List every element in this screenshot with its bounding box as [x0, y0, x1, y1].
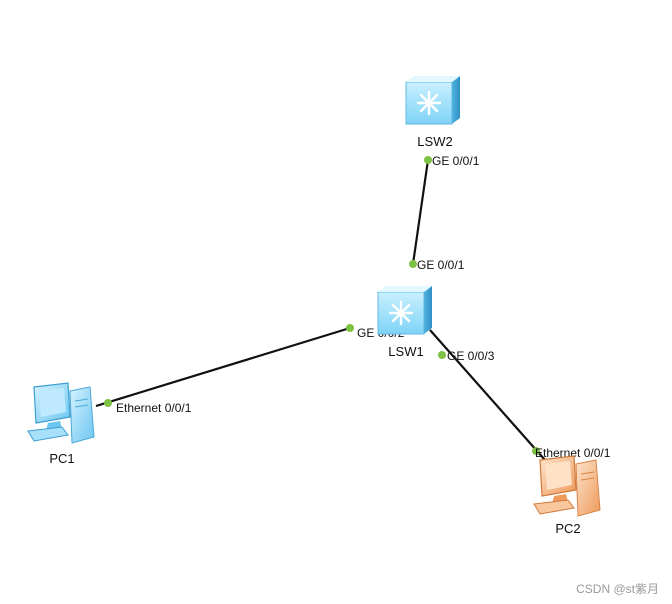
device-lsw1[interactable]: LSW1	[377, 286, 432, 359]
port-dot[interactable]	[104, 399, 112, 407]
port-dot[interactable]	[346, 324, 354, 332]
pc-icon	[533, 455, 601, 517]
port-label-pc1-eth001: Ethernet 0/0/1	[116, 401, 192, 415]
port-label-pc2-eth001: Ethernet 0/0/1	[535, 446, 611, 460]
pc-icon	[27, 382, 95, 444]
port-dot[interactable]	[409, 260, 417, 268]
port-labels: GE 0/0/1 GE 0/0/1 GE 0/0/2 Ethernet 0/0/…	[116, 154, 611, 460]
device-label-lsw2: LSW2	[417, 134, 452, 149]
device-lsw2[interactable]: LSW2	[405, 76, 460, 149]
link-lsw1-pc1[interactable]	[95, 326, 351, 408]
port-dot[interactable]	[424, 156, 432, 164]
port-label-lsw1-ge003: GE 0/0/3	[447, 349, 495, 363]
port-dot[interactable]	[532, 447, 540, 455]
links	[95, 159, 546, 461]
link-lsw1-pc2[interactable]	[429, 329, 546, 461]
device-label-pc2: PC2	[555, 521, 580, 536]
link-lsw2-lsw1[interactable]	[411, 159, 430, 265]
watermark: CSDN @st紫月	[576, 582, 659, 596]
device-label-pc1: PC1	[49, 451, 74, 466]
device-pc2[interactable]: PC2	[533, 455, 601, 536]
switch-icon	[405, 76, 460, 125]
switch-icon	[377, 286, 432, 335]
port-label-lsw1-ge001: GE 0/0/1	[417, 258, 465, 272]
device-label-lsw1: LSW1	[388, 344, 423, 359]
port-dots	[104, 156, 540, 455]
port-dot[interactable]	[438, 351, 446, 359]
port-label-lsw2-ge001: GE 0/0/1	[432, 154, 480, 168]
device-pc1[interactable]: PC1	[27, 382, 95, 466]
